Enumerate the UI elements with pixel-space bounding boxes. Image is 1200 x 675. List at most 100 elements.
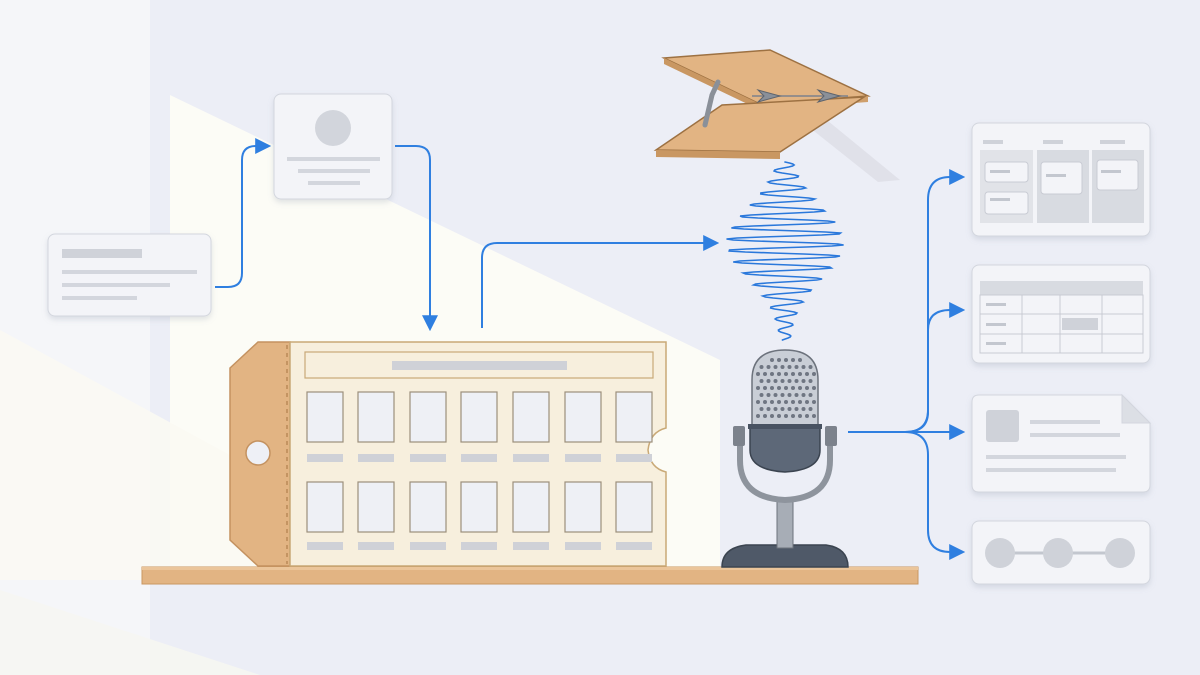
ticket-seat-label [461,542,497,550]
placeholder-line [62,270,197,274]
ticket-seat [615,481,653,533]
timeline-node [1043,538,1073,568]
grille-hole [770,386,774,390]
grille-hole [759,379,764,383]
ticket-seat [512,391,550,443]
placeholder-line [62,283,170,287]
avatar-icon [315,110,351,146]
grille-hole [798,358,802,362]
mic-base [721,544,849,568]
grille-hole [759,365,764,369]
arrow-source-to-profile [215,138,272,288]
grille-hole [770,372,774,376]
grille-hole [784,414,788,418]
ticket-seat-label [358,454,394,462]
ticket-header-box [304,351,654,379]
output-card-timeline [971,520,1151,585]
grille-hole [777,358,781,362]
grille-hole [777,414,781,418]
grille-hole [763,386,767,390]
ticket-seat [409,481,447,533]
grille-hole [798,386,802,390]
ticket-seat-label [461,454,497,462]
grille-hole [780,407,785,411]
placeholder-line [62,296,137,300]
timeline-node [985,538,1015,568]
grille-hole [787,365,792,369]
grille-hole [794,393,799,397]
grille-hole [805,414,809,418]
ticket-icon [229,341,667,567]
grille-hole [773,379,778,383]
ticket-seat [460,391,498,443]
grille-hole [798,400,802,404]
ticket-seat-label [616,454,652,462]
grille-hole [801,407,806,411]
grille-hole [766,393,771,397]
mic-grille-holes [756,358,816,418]
grille-hole [791,400,795,404]
table-header-row [980,281,1143,295]
soundwave-icon [726,161,844,341]
grille-hole [770,414,774,418]
arrow-ticket-to-soundwave [481,235,720,328]
grille-hole [756,400,760,404]
grille-hole [808,365,813,369]
grille-hole [787,407,792,411]
grille-hole [791,414,795,418]
grille-hole [770,358,774,362]
grille-hole [805,372,809,376]
profile-card [273,93,393,200]
ticket-hole [245,440,271,466]
ticket-seat [306,481,344,533]
grille-hole [780,379,785,383]
grille-hole [791,358,795,362]
grille-hole [787,379,792,383]
grille-hole [805,400,809,404]
ticket-seat [512,481,550,533]
microphone-icon [721,349,849,568]
grille-hole [756,386,760,390]
grille-hole [794,365,799,369]
grille-hole [784,386,788,390]
grille-hole [777,386,781,390]
ticket-seat [460,481,498,533]
ticket-seat-label [358,542,394,550]
flow-arrows [215,138,966,560]
grille-hole [801,365,806,369]
arrow-to-output-2 [904,302,966,433]
grille-hole [763,400,767,404]
grille-hole [763,372,767,376]
ticket-seat [357,481,395,533]
placeholder-line [308,181,360,185]
box-base [653,96,867,153]
ticket-seat-label [307,542,343,550]
grille-hole [766,407,771,411]
source-document-card [47,233,212,317]
arrow-profile-to-ticket [395,145,438,332]
grille-hole [770,400,774,404]
timeline-node [1105,538,1135,568]
grille-hole [798,372,802,376]
grille-hole [791,372,795,376]
grille-hole [756,414,760,418]
ticket-seat-grid [306,391,653,550]
grille-hole [777,400,781,404]
grille-hole [812,386,816,390]
grille-hole [777,372,781,376]
grille-hole [759,393,764,397]
box-hinge-left [756,89,782,103]
box-hinge-right [816,89,842,103]
placeholder-line [287,157,380,161]
open-box-icon [653,49,900,182]
ticket-seat [306,391,344,443]
grille-hole [773,407,778,411]
grille-hole [812,400,816,404]
ticket-seat-label [410,454,446,462]
placeholder-line [298,169,370,173]
grille-hole [780,393,785,397]
grille-hole [784,400,788,404]
ticket-seat [564,391,602,443]
